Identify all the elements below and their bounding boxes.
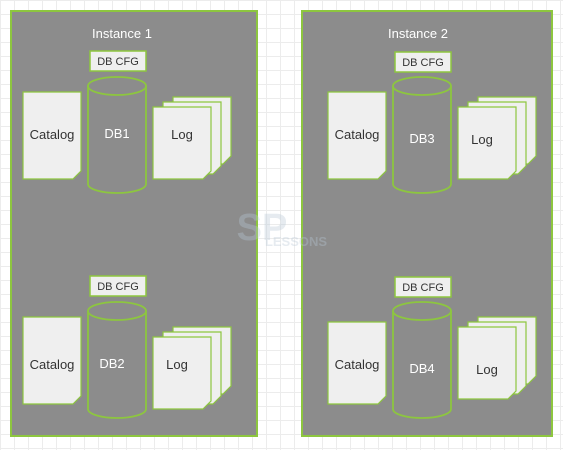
- db2-cylinder: [87, 301, 147, 419]
- db1-catalog-box: [22, 91, 82, 180]
- database-group-db3: DB CFG Catalog DB3 Log: [327, 51, 537, 194]
- splessons-watermark: SP LESSONS: [237, 207, 328, 249]
- db2-log-label: Log: [166, 357, 188, 372]
- db4-cfg-box: [394, 276, 452, 298]
- db4-label: DB4: [409, 361, 434, 376]
- db4-catalog-label: Catalog: [335, 357, 380, 372]
- db3-log-label: Log: [471, 132, 493, 147]
- db4-cfg-label: DB CFG: [402, 282, 444, 294]
- instance-1-title: Instance 1: [92, 26, 152, 41]
- db1-log-stack: [152, 96, 232, 180]
- db3-label: DB3: [409, 131, 434, 146]
- database-group-db4: DB CFG Catalog DB4 Log: [327, 276, 537, 419]
- db4-log-stack: [457, 316, 537, 400]
- db2-label: DB2: [99, 356, 124, 371]
- db3-cylinder: [392, 76, 452, 194]
- db1-cfg-label: DB CFG: [97, 56, 139, 68]
- db3-catalog-label: Catalog: [335, 127, 380, 142]
- db1-label: DB1: [104, 126, 129, 141]
- db4-log-label: Log: [476, 362, 498, 377]
- database-group-db1: DB CFG Catalog DB1 Log: [22, 50, 232, 194]
- db1-catalog-label: Catalog: [30, 127, 75, 142]
- db4-catalog-box: [327, 321, 387, 405]
- db3-log-stack: [457, 96, 537, 180]
- watermark-logo: SP: [237, 207, 288, 249]
- db3-catalog-box: [327, 91, 387, 180]
- db3-cfg-label: DB CFG: [402, 57, 444, 69]
- db2-log-stack: [152, 326, 232, 410]
- db1-log-label: Log: [171, 127, 193, 142]
- database-group-db2: DB CFG Catalog DB2 Log: [22, 275, 232, 419]
- db1-cylinder: [87, 76, 147, 194]
- watermark-text: LESSONS: [265, 234, 327, 249]
- db3-cfg-box: [394, 51, 452, 73]
- instance-2-title: Instance 2: [388, 26, 448, 41]
- db2-catalog-label: Catalog: [30, 357, 75, 372]
- db4-cylinder: [392, 301, 452, 419]
- db2-catalog-box: [22, 316, 82, 405]
- db2-cfg-label: DB CFG: [97, 281, 139, 293]
- db1-cfg-box: [89, 50, 147, 72]
- db2-cfg-box: [89, 275, 147, 297]
- instance-2: Instance 2 DB CFG Catalog DB3 Log DB CFG: [301, 10, 553, 437]
- instance-1: Instance 1 DB CFG Catalog DB1 Log DB CFG: [10, 10, 258, 437]
